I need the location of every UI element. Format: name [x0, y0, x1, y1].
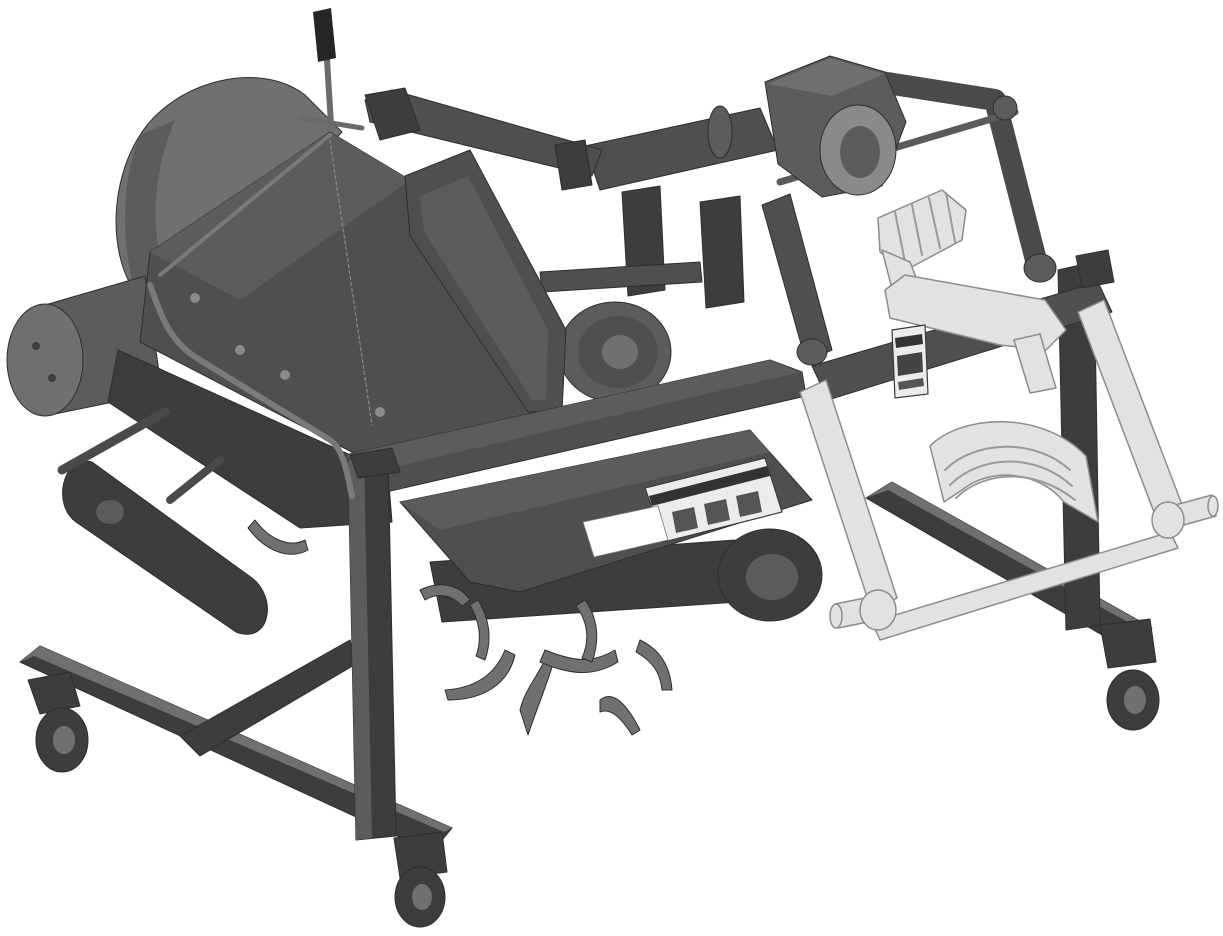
control-rod: [147, 282, 355, 499]
housing-bolt: [235, 345, 245, 355]
pto-shield-ridges: [944, 445, 1076, 501]
vertical-sticker-icon: [897, 352, 923, 376]
housing-bolt: [280, 370, 290, 380]
gearbox-flange-bore: [840, 126, 880, 178]
front-post-face: [348, 458, 372, 840]
hitch-right-pin-end: [1207, 495, 1219, 517]
control-rod: [158, 133, 332, 277]
housing-top-face: [150, 132, 410, 300]
lower-link-arm: [761, 193, 833, 363]
right-caster: [1099, 618, 1160, 731]
gearbox: [764, 55, 907, 198]
lever-rod: [324, 57, 334, 127]
rear-bracket: [1075, 249, 1115, 289]
rotor-cover: [399, 429, 813, 593]
front-cross-beam-top: [345, 360, 800, 470]
gear-case-boss: [96, 500, 124, 524]
main-drive-tube: [584, 107, 779, 191]
lever-link: [297, 115, 365, 131]
lever-grip: [313, 8, 336, 62]
rotor-tines: [247, 519, 673, 736]
tiller-tine: [419, 584, 471, 607]
vertical-sticker-band: [895, 334, 923, 348]
hitch-crossbar: [871, 531, 1179, 641]
link-arm-joint: [1023, 253, 1057, 283]
upper-beam-clamp: [554, 139, 593, 191]
front-caster-bracket: [393, 831, 448, 879]
hitch-left-pin-end: [829, 603, 843, 629]
frame-upright: [699, 195, 745, 309]
tiller-tine: [599, 696, 641, 736]
driveshaft-boot: [877, 189, 967, 271]
right-caster-hub: [1124, 686, 1146, 714]
link-arm-joint: [992, 95, 1018, 121]
frame-crossmember: [539, 261, 703, 293]
warning-sticker-icon: [736, 491, 762, 517]
tiller-tine: [519, 659, 554, 736]
hitch-right-hub: [1151, 501, 1185, 539]
base-crossbar: [179, 639, 357, 757]
tiller-tine: [575, 599, 598, 663]
left-stand-frame: [19, 447, 453, 853]
lower-driveshaft-boot: [929, 421, 1099, 523]
side-gear-case: [62, 460, 268, 635]
tiller-tine: [247, 519, 309, 555]
upper-beam-bracket: [364, 87, 421, 141]
blank-label: [582, 505, 669, 558]
left-caster-bracket: [27, 671, 81, 715]
hitch-warning-sticker: [891, 324, 929, 399]
pto-shield: [929, 421, 1099, 523]
lower-link-joint: [796, 338, 828, 366]
warning-sticker-icon: [704, 499, 730, 525]
left-link-rod: [57, 407, 170, 475]
left-base-rail-highlight: [20, 646, 452, 832]
hitch-top-bracket: [884, 274, 1067, 351]
boot-ridges: [894, 192, 956, 263]
vertical-sticker-band: [898, 378, 924, 390]
control-lever: [297, 8, 365, 131]
housing-bolt: [190, 293, 200, 303]
drum-bolt: [32, 342, 40, 350]
hitch-center-plate: [1013, 333, 1057, 394]
drive-tube-collar: [707, 105, 733, 159]
housing-seam: [329, 139, 373, 426]
hitch-left-arm: [799, 379, 898, 613]
pulley-hub: [602, 335, 638, 369]
tiller-tine: [635, 639, 673, 691]
drive-pulley: [558, 301, 672, 403]
three-point-hitch: [799, 274, 1219, 641]
conical-hood-shade: [125, 120, 175, 292]
left-caster-hub: [53, 726, 75, 754]
hitch-left-hub: [859, 589, 897, 631]
belt-cover-face: [420, 176, 548, 400]
tiller-tine: [444, 649, 516, 701]
warning-sticker-band: [649, 466, 770, 506]
tiller-tine: [539, 649, 619, 673]
rotor-gear-wheel: [717, 528, 823, 622]
front-caster: [393, 831, 448, 928]
drum-bolt: [48, 374, 56, 382]
upper-link-arm: [857, 69, 1049, 279]
warning-sticker-icon: [672, 507, 698, 533]
right-caster-bracket: [1099, 618, 1157, 669]
tiller-tine: [469, 599, 490, 661]
left-caster: [27, 671, 89, 773]
gear-wheel-hub: [746, 554, 798, 600]
front-caster-hub: [412, 884, 432, 910]
gearbox-top-face: [768, 58, 884, 96]
left-link-rod: [166, 456, 224, 504]
side-drum-end-cap: [6, 303, 84, 417]
post-cap: [349, 447, 401, 479]
housing-bolt: [375, 407, 385, 417]
rotor-cover-top: [400, 430, 770, 530]
